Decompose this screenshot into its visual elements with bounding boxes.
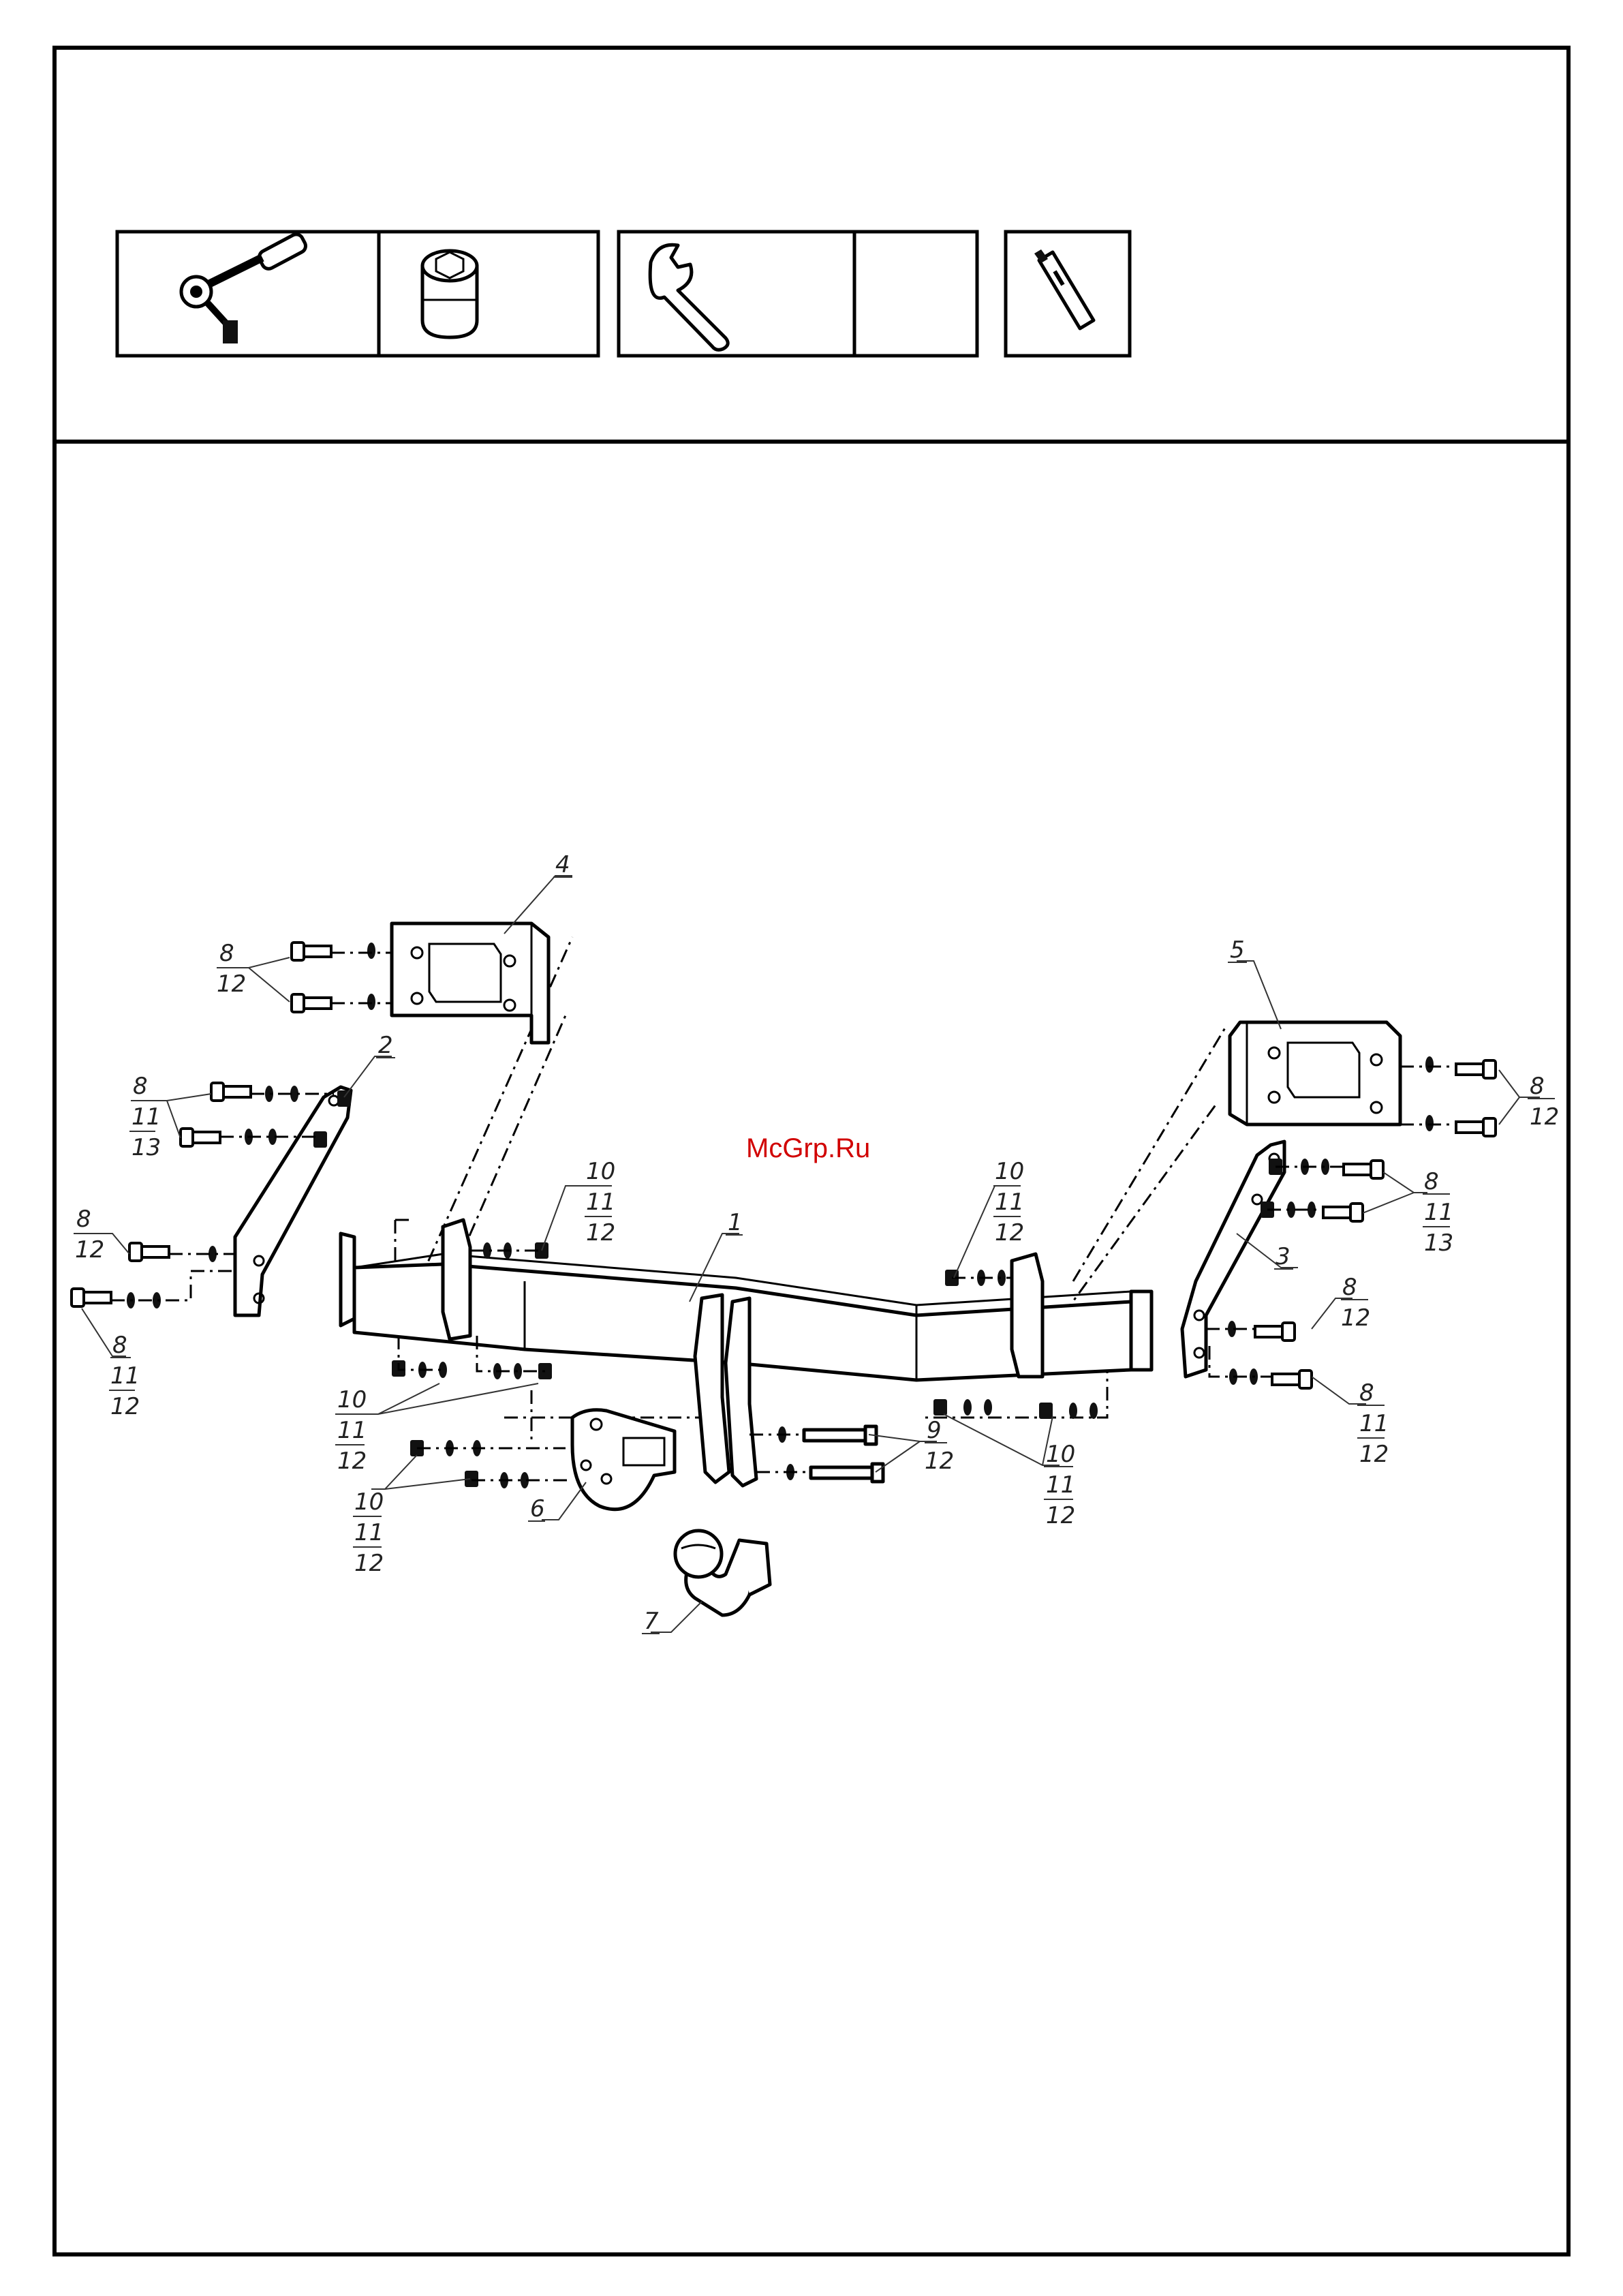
tow-ball-7: [675, 1531, 770, 1615]
callout-tr-12: 12: [1530, 1103, 1559, 1131]
callout-b9-12: 12: [925, 1448, 954, 1475]
callout-l3-12: 12: [75, 1236, 104, 1264]
crossbar-1: [341, 1220, 1151, 1486]
callout-r4-8: 8: [1359, 1379, 1374, 1407]
callout-r2-8: 8: [1424, 1168, 1439, 1195]
callout-1: 1: [728, 1209, 743, 1236]
callout-l4-8: 8: [112, 1332, 127, 1359]
callout-3: 3: [1276, 1243, 1290, 1270]
callout-r4-12: 12: [1359, 1441, 1389, 1468]
callout-br-12: 12: [1046, 1502, 1075, 1529]
callout-bl2-10: 10: [354, 1488, 384, 1516]
callout-tr-8: 8: [1530, 1073, 1545, 1100]
callout-l4-11: 11: [110, 1362, 140, 1390]
callout-ml-11: 11: [586, 1189, 615, 1216]
watermark: McGrp.Ru: [746, 1133, 870, 1163]
callout-mr-12: 12: [995, 1219, 1024, 1246]
callout-r2-11: 11: [1424, 1199, 1453, 1226]
callout-l2-11: 11: [132, 1103, 161, 1131]
callout-2: 2: [378, 1032, 393, 1059]
callout-4: 4: [555, 851, 570, 878]
coupling-plate-6: [572, 1410, 675, 1510]
callout-mr-10: 10: [995, 1158, 1024, 1185]
callout-mr-11: 11: [995, 1189, 1024, 1216]
bracket-5: [1230, 1022, 1400, 1124]
leader-lines: [82, 876, 1540, 1632]
callout-7: 7: [644, 1608, 659, 1635]
callout-l3-8: 8: [76, 1206, 91, 1233]
callout-top-left-8: 8: [219, 940, 234, 967]
callout-r3-12: 12: [1341, 1304, 1370, 1332]
socket-head-icon: [422, 251, 477, 337]
callout-bl-10: 10: [337, 1386, 367, 1413]
callout-labels: 4 5 2 1 3 6 7 8 12 8 11 13 8 12 8 11 12 …: [74, 851, 1559, 1635]
callout-r2-13: 13: [1424, 1229, 1453, 1257]
callout-ml-12: 12: [586, 1219, 615, 1246]
callout-l2-8: 8: [133, 1073, 148, 1100]
callout-6: 6: [530, 1495, 545, 1522]
callout-ml-10: 10: [586, 1158, 615, 1185]
bracket-4: [392, 923, 548, 1043]
callout-b9-9: 9: [927, 1417, 942, 1444]
callout-r4-11: 11: [1359, 1410, 1389, 1437]
callout-br-10: 10: [1046, 1441, 1075, 1468]
callout-br-11: 11: [1046, 1471, 1075, 1499]
callout-bl-11: 11: [337, 1417, 367, 1444]
callout-5: 5: [1230, 936, 1245, 964]
callout-r3-8: 8: [1342, 1274, 1357, 1301]
callout-bl-12: 12: [337, 1448, 367, 1475]
callout-l4-12: 12: [110, 1393, 140, 1420]
callout-bl2-12: 12: [354, 1550, 384, 1577]
side-plate-2: [235, 1087, 351, 1315]
callout-bl2-11: 11: [354, 1519, 384, 1546]
callout-top-left-12: 12: [217, 970, 246, 998]
callout-l2-13: 13: [132, 1134, 161, 1161]
